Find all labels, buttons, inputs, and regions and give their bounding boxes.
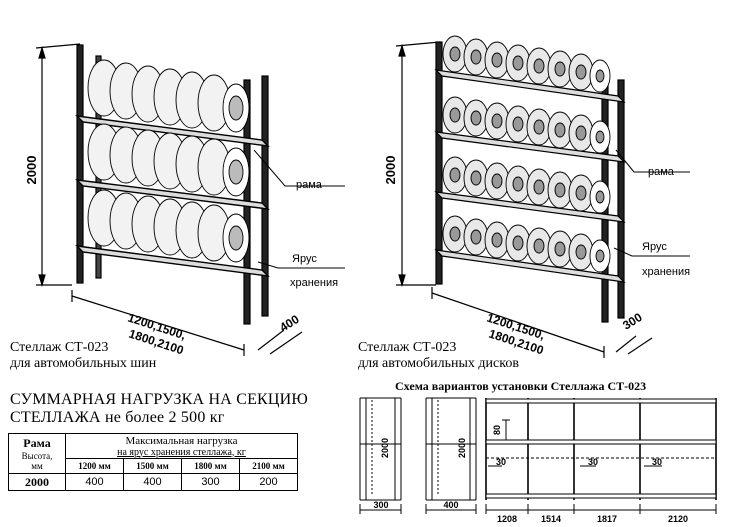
max-load-header-2: на ярус хранения стеллажа, кг bbox=[117, 446, 246, 458]
load-summary-line2: СТЕЛЛАЖА не более 2 500 кг bbox=[10, 409, 225, 426]
tires-tier-1 bbox=[87, 59, 250, 133]
disc-rack-caption: Стеллаж СТ-023 для автомобильных дисков bbox=[358, 340, 519, 372]
load-summary: СУММАРНАЯ НАГРУЗКА НА СЕКЦИЮ СТЕЛЛАЖА не… bbox=[10, 391, 308, 427]
tier-label-left-2: хранения bbox=[290, 277, 338, 289]
tire-rack-caption-line2: для автомобильных шин bbox=[10, 356, 157, 371]
row-height: 2000 bbox=[8, 473, 66, 491]
scheme-length: 1817 bbox=[597, 514, 617, 524]
scheme-title: Схема вариантов установки Стеллажа СТ-02… bbox=[395, 379, 647, 393]
discs-tier-3 bbox=[442, 156, 611, 214]
row-value: 300 bbox=[181, 473, 240, 491]
row-value: 200 bbox=[239, 473, 298, 491]
discs-tier-1 bbox=[442, 35, 611, 93]
frame-header: Рама bbox=[23, 436, 51, 450]
rear-upright-right bbox=[261, 75, 269, 317]
tier-label-left-1: Ярус bbox=[292, 253, 317, 265]
load-table: Рама Высота, мм Максимальная нагрузка на… bbox=[8, 433, 298, 491]
row-value: 400 bbox=[123, 473, 182, 491]
length-dimension-line-left bbox=[71, 295, 245, 351]
frame-header-cell: Рама Высота, мм bbox=[8, 433, 66, 474]
scheme-frame2-depth: 400 bbox=[443, 500, 458, 510]
load-summary-line1: СУММАРНАЯ НАГРУЗКА НА СЕКЦИЮ bbox=[10, 391, 309, 408]
tires-tier-2 bbox=[87, 123, 250, 197]
scheme-length: 1514 bbox=[541, 514, 561, 524]
max-load-header-cell: Максимальная нагрузка на ярус хранения с… bbox=[65, 433, 298, 459]
tier-label-right-1: Ярус bbox=[642, 241, 667, 253]
frame-label-right: рама bbox=[648, 166, 675, 178]
height-value-left: 2000 bbox=[24, 156, 39, 185]
scheme-gap: 30 bbox=[652, 457, 662, 467]
max-load-header-1: Максимальная нагрузка bbox=[125, 434, 238, 447]
scheme-gap: 30 bbox=[588, 457, 598, 467]
discs-tier-4 bbox=[442, 215, 611, 273]
frame-label-left: рама bbox=[296, 179, 323, 191]
disc-rack-caption-line2: для автомобильных дисков bbox=[358, 356, 519, 371]
height-header-1: Высота, bbox=[21, 451, 53, 461]
scheme-frame1-height: 2000 bbox=[380, 438, 390, 458]
height-header-2: мм bbox=[31, 461, 43, 471]
tire-rack-caption: Стеллаж СТ-023 для автомобильных шин bbox=[10, 340, 156, 372]
scheme-frame1-depth: 300 bbox=[373, 500, 388, 510]
length-dimension-line-right bbox=[431, 292, 605, 353]
row-value: 400 bbox=[65, 473, 124, 491]
tier-label-right-2: хранения bbox=[642, 266, 690, 278]
tire-rack-caption-line1: Стеллаж СТ-023 bbox=[10, 340, 109, 355]
scheme-length: 2120 bbox=[668, 514, 688, 524]
scheme-frame2-height: 2000 bbox=[457, 438, 467, 458]
scheme-gap: 30 bbox=[496, 457, 506, 467]
scheme-length: 1208 bbox=[497, 514, 517, 524]
scheme-tier-gap: 80 bbox=[492, 425, 502, 435]
rear-upright-left bbox=[76, 44, 84, 284]
table-row: 2000 400 400 300 200 bbox=[8, 473, 298, 491]
height-value-right: 2000 bbox=[383, 156, 398, 185]
discs-tier-2 bbox=[442, 96, 611, 154]
disc-rack-caption-line1: Стеллаж СТ-023 bbox=[358, 340, 457, 355]
tires-tier-3 bbox=[87, 189, 250, 263]
